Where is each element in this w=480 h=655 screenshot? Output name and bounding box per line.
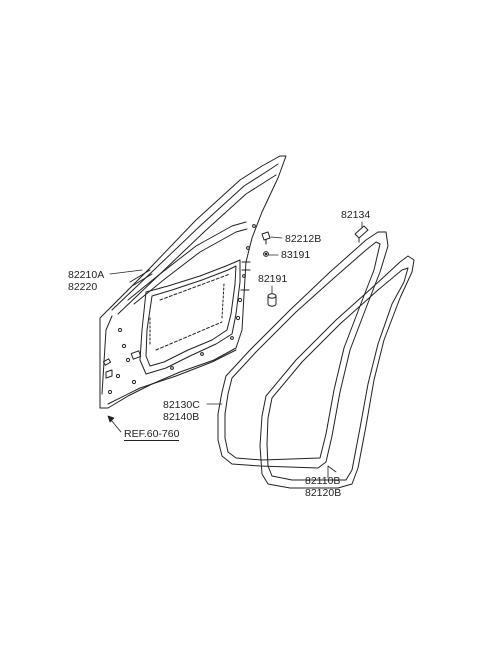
plug-part bbox=[267, 293, 277, 307]
label-door-weatherstrip-line1: 82110B bbox=[305, 475, 341, 487]
label-door-weatherstrip: 82110B 82120B bbox=[305, 475, 341, 499]
label-clip: 83191 bbox=[281, 249, 311, 261]
body-weatherstrip-drawing bbox=[217, 231, 389, 469]
label-body-weatherstrip-line1: 82130C bbox=[163, 399, 200, 411]
clip-part bbox=[263, 251, 269, 257]
retainer-part bbox=[261, 231, 271, 245]
door-weatherstrip-drawing bbox=[259, 255, 415, 489]
label-door-weatherstrip-line2: 82120B bbox=[305, 487, 342, 499]
label-door-panel-line2: 82220 bbox=[68, 281, 98, 293]
leader-lines bbox=[107, 221, 363, 479]
label-body-weatherstrip: 82130C 82140B bbox=[163, 399, 200, 423]
label-body-weatherstrip-line2: 82140B bbox=[163, 411, 200, 423]
label-small-weatherstrip: 82134 bbox=[341, 209, 371, 221]
label-retainer: 82212B bbox=[285, 233, 322, 245]
small-weatherstrip-part bbox=[354, 225, 369, 243]
label-door-panel-line1: 82210A bbox=[68, 269, 105, 281]
label-plug: 82191 bbox=[258, 273, 288, 285]
label-door-panel: 82210A 82220 bbox=[68, 269, 104, 293]
label-reference: REF.60-760 bbox=[124, 428, 180, 441]
door-panel-drawing bbox=[99, 155, 287, 409]
